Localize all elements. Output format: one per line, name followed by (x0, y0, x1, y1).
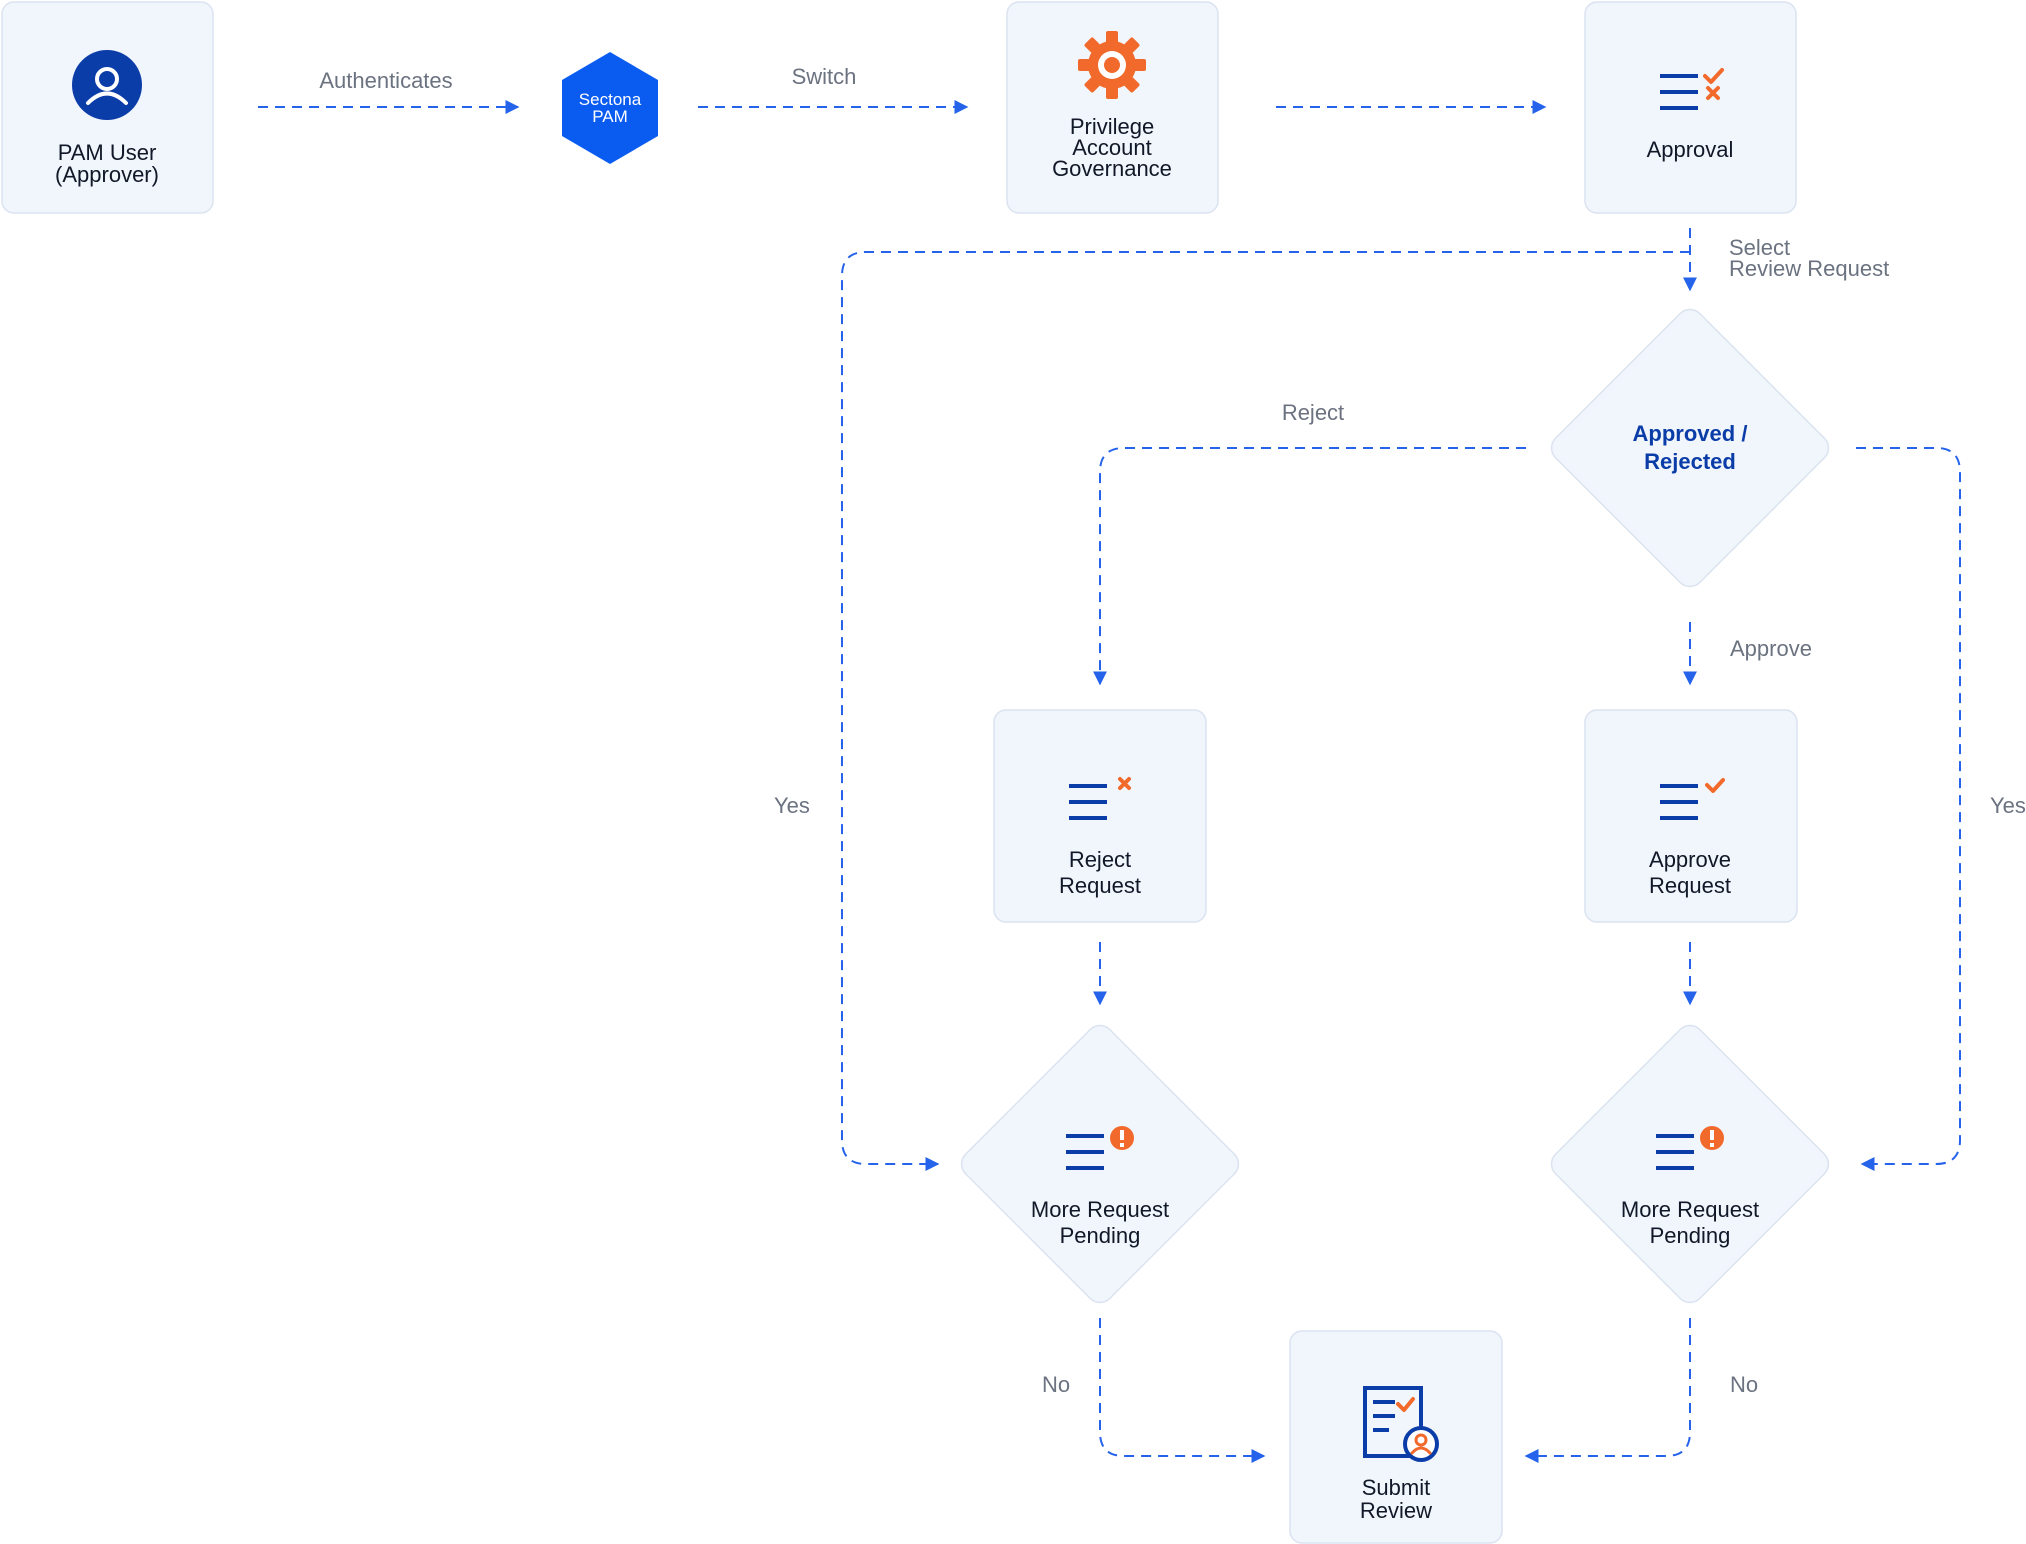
approval-label: Approval (1647, 137, 1734, 162)
node-submit-review: Submit Review (1289, 1330, 1503, 1544)
user-icon (72, 50, 142, 120)
reject-request-label-2: Request (1059, 873, 1141, 898)
gear-icon (1078, 31, 1146, 99)
document-user-icon (1363, 1386, 1439, 1462)
hexagon-logo-icon (562, 52, 658, 164)
pending-right-label-2: Pending (1650, 1223, 1731, 1248)
governance-label-3: Governance (1052, 156, 1172, 181)
edges (258, 100, 1961, 1463)
checklist-approve-reject-icon (1660, 68, 1724, 110)
submit-review-label-2: Review (1360, 1498, 1432, 1523)
edge-labels: Authenticates Switch Select Review Reque… (319, 64, 2026, 1397)
governance-label-1: Privilege (1070, 114, 1154, 139)
label-review-request: Review Request (1729, 256, 1889, 281)
node-pending-right: More Request Pending (1550, 1024, 1830, 1304)
node-approval: Approval (1584, 1, 1797, 214)
label-no-right: No (1730, 1372, 1758, 1397)
label-no-left: No (1042, 1372, 1070, 1397)
edge-yes-left-loop (841, 251, 1690, 1171)
approve-request-label-2: Request (1649, 873, 1731, 898)
approve-request-label-1: Approve (1649, 847, 1731, 872)
node-governance: Privilege Account Governance (1006, 1, 1219, 214)
pending-left-label-1: More Request (1031, 1197, 1169, 1222)
label-select: Select (1729, 235, 1790, 260)
checklist-alert-icon (1066, 1126, 1134, 1170)
label-approve: Approve (1730, 636, 1812, 661)
label-reject: Reject (1282, 400, 1344, 425)
edge-pending-left-no (1099, 1318, 1266, 1463)
governance-label-2: Account (1072, 135, 1152, 160)
decision-label-2: Rejected (1644, 449, 1736, 474)
edge-yes-right-loop (1856, 447, 1961, 1171)
decision-label-1: Approved / (1633, 421, 1748, 446)
label-yes-right: Yes (1990, 793, 2026, 818)
node-approve-request: Approve Request (1584, 709, 1798, 923)
node-pending-left: More Request Pending (960, 1024, 1240, 1304)
checklist-reject-icon (1069, 777, 1131, 820)
edge-pending-right-no (1524, 1318, 1691, 1463)
edge-decision-reject (1093, 447, 1526, 686)
node-reject-request: Reject Request (993, 709, 1207, 923)
pending-right-label-1: More Request (1621, 1197, 1759, 1222)
submit-review-label-1: Submit (1362, 1475, 1430, 1500)
pending-left-label-2: Pending (1060, 1223, 1141, 1248)
sectona-label-2: PAM (592, 107, 628, 126)
checklist-approve-icon (1660, 778, 1725, 820)
node-decision: Approved / Rejected (1550, 308, 1830, 588)
node-sectona-pam: Sectona PAM (562, 52, 658, 164)
checklist-alert-icon (1656, 1126, 1724, 1170)
reject-request-label-1: Reject (1069, 847, 1131, 872)
pam-user-label-1: PAM User (58, 140, 157, 165)
label-switch: Switch (792, 64, 857, 89)
sectona-label-1: Sectona (579, 90, 642, 109)
node-pam-user: PAM User (Approver) (1, 1, 214, 214)
label-authenticates: Authenticates (319, 68, 452, 93)
pam-user-label-2: (Approver) (55, 162, 159, 187)
label-yes-left: Yes (774, 793, 810, 818)
